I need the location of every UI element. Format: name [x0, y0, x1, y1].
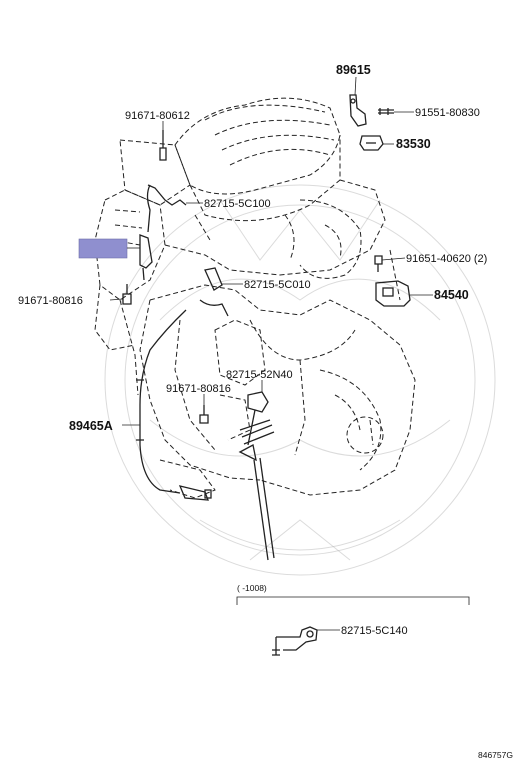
label-89615[interactable]: 89615	[336, 63, 371, 77]
label-84540[interactable]: 84540	[434, 288, 469, 302]
label-82715-5C010[interactable]: 82715-5C010	[244, 279, 311, 291]
diagram-id: 846757G	[478, 750, 513, 760]
leader-lines	[109, 76, 433, 631]
part-labels: 89615 91551-80830 83530 91671-80612 8271…	[18, 63, 487, 637]
range-bracket: ( -1008)	[236, 583, 470, 605]
part-shapes	[122, 94, 411, 656]
watermark-emblem	[104, 184, 496, 576]
label-91551-80830[interactable]: 91551-80830	[415, 107, 480, 119]
label-89465A[interactable]: 89465A	[69, 419, 113, 433]
engine-assembly-outline	[94, 97, 416, 499]
range-bracket-label: ( -1008)	[237, 583, 267, 593]
label-91651-40620[interactable]: 91651-40620 (2)	[406, 253, 487, 265]
label-82715-5C140[interactable]: 82715-5C140	[341, 625, 408, 637]
label-91671-80816-mid[interactable]: 91671-80816	[166, 383, 231, 395]
highlight-box	[78, 238, 128, 259]
label-83530[interactable]: 83530	[396, 137, 431, 151]
label-82715-52N40[interactable]: 82715-52N40	[226, 369, 293, 381]
label-91671-80816-left[interactable]: 91671-80816	[18, 295, 83, 307]
label-91671-80612[interactable]: 91671-80612	[125, 110, 190, 122]
label-82715-5C100[interactable]: 82715-5C100	[204, 198, 271, 210]
